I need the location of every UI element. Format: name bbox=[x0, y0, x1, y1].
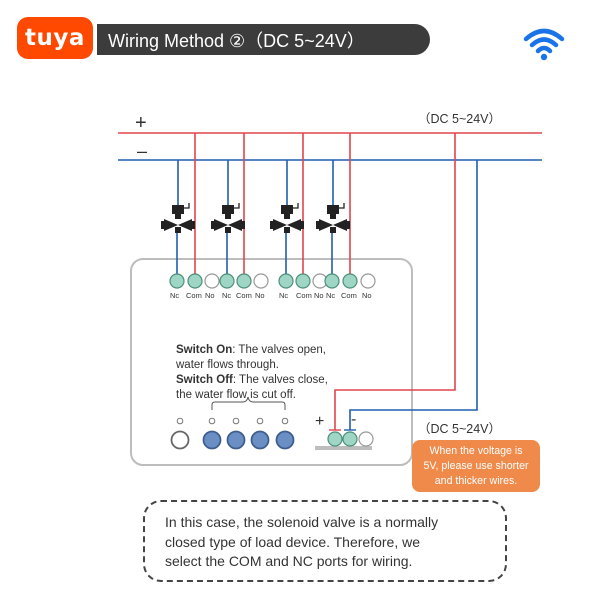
port-com: Com bbox=[296, 291, 312, 300]
positive-rail-label: + bbox=[135, 112, 147, 134]
switch-on-text-2: water flows through. bbox=[176, 359, 279, 371]
terminal-screw bbox=[204, 273, 220, 289]
power-terminal bbox=[327, 431, 343, 447]
solenoid-valve-icon bbox=[211, 203, 245, 233]
port-com: Com bbox=[341, 291, 357, 300]
power-minus-label: - bbox=[351, 411, 357, 428]
port-no: No bbox=[362, 291, 372, 300]
port-no: No bbox=[255, 291, 265, 300]
terminal-screw bbox=[169, 273, 185, 289]
terminal-screw bbox=[236, 273, 252, 289]
port-no: No bbox=[314, 291, 324, 300]
switch-off-text-2: the water flow is cut off. bbox=[176, 389, 296, 401]
power-terminal bbox=[358, 431, 374, 447]
port-nc: Nc bbox=[326, 291, 336, 300]
channel-button[interactable] bbox=[202, 430, 222, 450]
switch-off-text: : The valves close, bbox=[232, 374, 328, 386]
supply-voltage-label-top: （DC 5~24V） bbox=[418, 112, 502, 126]
solenoid-valve-icon bbox=[161, 203, 195, 233]
wiring-note: In this case, the solenoid valve is a no… bbox=[143, 500, 507, 582]
negative-rail-label: – bbox=[137, 141, 148, 161]
port-com: Com bbox=[236, 291, 252, 300]
warning-line-2: 5V, please use shorter bbox=[423, 459, 529, 472]
terminal-screw bbox=[360, 273, 376, 289]
page-title: Wiring Method ②（DC 5~24V） bbox=[97, 24, 430, 55]
note-line-2: closed type of load device. Therefore, w… bbox=[165, 533, 421, 550]
terminal-screw bbox=[324, 273, 340, 289]
power-plus-label: + bbox=[315, 413, 325, 430]
switch-on-text: : The valves open, bbox=[232, 344, 326, 356]
port-nc: Nc bbox=[170, 291, 180, 300]
solenoid-valve-icon bbox=[316, 203, 350, 233]
supply-voltage-label-bottom: （DC 5~24V） bbox=[418, 422, 502, 436]
switch-off-label: Switch Off bbox=[176, 374, 233, 386]
port-nc: Nc bbox=[222, 291, 232, 300]
terminal-screw bbox=[253, 273, 269, 289]
channel-button[interactable] bbox=[250, 430, 270, 450]
terminal-screw bbox=[219, 273, 235, 289]
tuya-logo: tuya bbox=[17, 17, 93, 59]
port-com: Com bbox=[186, 291, 202, 300]
terminal-screw bbox=[187, 273, 203, 289]
port-nc: Nc bbox=[279, 291, 289, 300]
terminal-screw bbox=[342, 273, 358, 289]
warning-line-1: When the voltage is bbox=[429, 444, 523, 457]
note-line-1: In this case, the solenoid valve is a no… bbox=[165, 514, 439, 530]
warning-line-3: and thicker wires. bbox=[434, 474, 518, 487]
switch-on-label: Switch On bbox=[176, 344, 233, 356]
port-no: No bbox=[205, 291, 215, 300]
terminal-screw bbox=[295, 273, 311, 289]
power-terminal bbox=[342, 431, 358, 447]
channel-button[interactable] bbox=[275, 430, 295, 450]
relay-module-body bbox=[130, 258, 413, 466]
wifi-icon bbox=[523, 28, 565, 61]
terminal-screw bbox=[278, 273, 294, 289]
switch-description: Switch On: The valves open, water flows … bbox=[176, 343, 328, 403]
solenoid-valve-icon bbox=[270, 203, 304, 233]
channel-button[interactable] bbox=[226, 430, 246, 450]
note-line-3: select the COM and NC ports for wiring. bbox=[165, 553, 413, 569]
main-button[interactable] bbox=[170, 430, 190, 450]
voltage-warning: When the voltage is 5V, please use short… bbox=[412, 440, 540, 492]
